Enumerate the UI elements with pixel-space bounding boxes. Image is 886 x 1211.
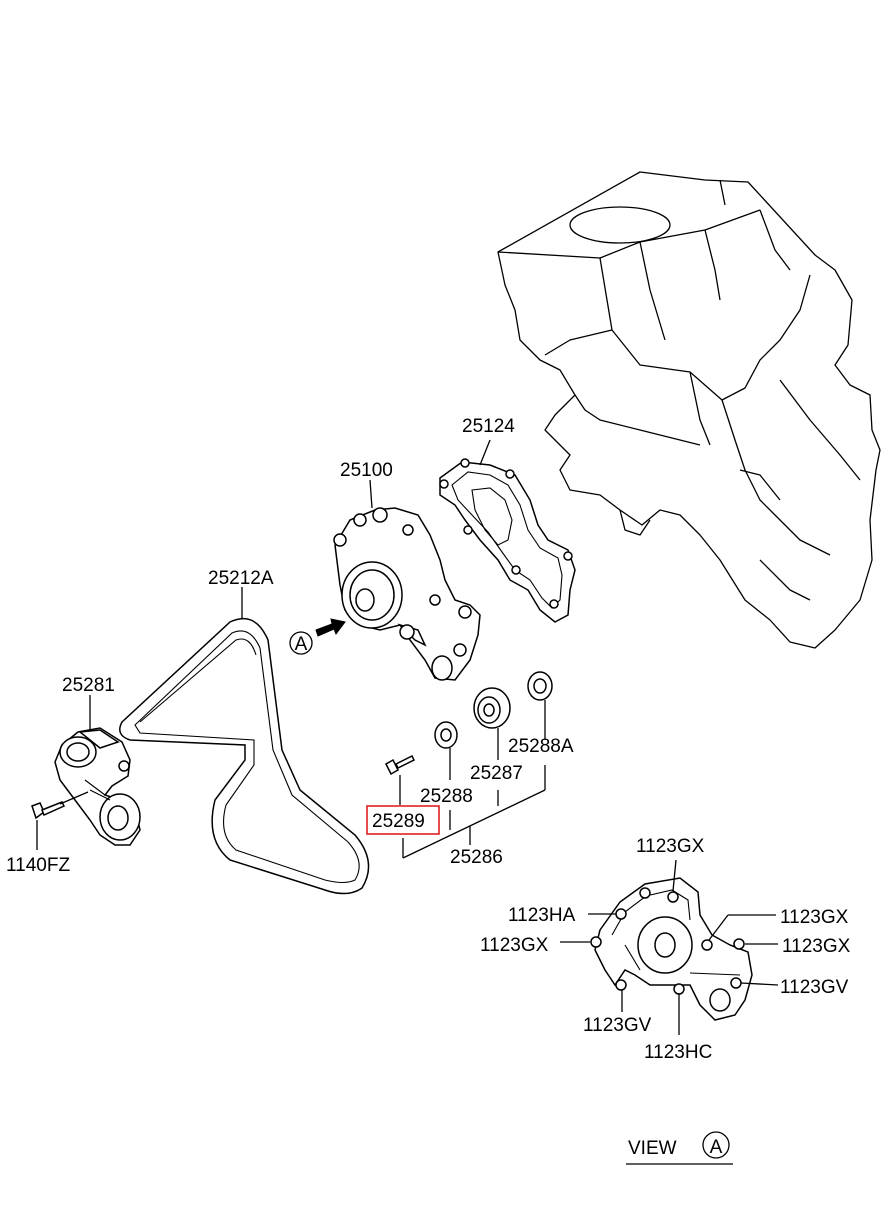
view-caption-text: VIEW — [628, 1138, 677, 1159]
label-25287: 25287 — [470, 763, 523, 784]
view-a-marker-arrow: A — [295, 634, 308, 655]
bearing-25287 — [473, 687, 511, 729]
view-a-arrow: A — [289, 618, 346, 655]
label-25124: 25124 — [462, 416, 515, 437]
label-25289: 25289 — [372, 811, 425, 832]
label-1140FZ: 1140FZ — [6, 855, 70, 876]
label-25212A: 25212A — [208, 568, 274, 589]
view-a-caption: VIEW A — [626, 1131, 733, 1165]
label-view-left-1123GX: 1123GX — [480, 935, 549, 956]
label-view-1123HA: 1123HA — [508, 905, 576, 926]
gasket-25124 — [439, 458, 576, 623]
label-25286: 25286 — [450, 847, 503, 868]
label-25100: 25100 — [340, 460, 393, 481]
label-view-right-1123GV: 1123GV — [780, 977, 849, 998]
tensioner-25281 — [54, 727, 141, 846]
label-view-top-1123GX: 1123GX — [636, 836, 705, 857]
leader-lines — [36, 439, 546, 859]
engine-block-outline — [497, 171, 881, 649]
drive-belt-25212A — [119, 617, 370, 895]
view-caption-marker: A — [710, 1137, 723, 1158]
label-25288: 25288 — [420, 786, 473, 807]
label-view-1123HC: 1123HC — [644, 1042, 712, 1063]
label-view-left-1123GV: 1123GV — [583, 1015, 652, 1036]
tensioner-bolt-1140FZ — [31, 791, 89, 820]
bolt-25289 — [385, 754, 416, 776]
label-25288A: 25288A — [508, 736, 574, 757]
label-25281: 25281 — [62, 675, 115, 696]
view-a-detail — [590, 877, 753, 1021]
highlight-box-25289 — [366, 805, 440, 835]
view-a-leader-lines — [560, 859, 779, 1035]
label-view-upper-right-1123GX: 1123GX — [780, 907, 849, 928]
label-view-right-1123GX: 1123GX — [782, 936, 851, 957]
seal-25288A — [527, 671, 553, 701]
washer-25288 — [434, 721, 458, 749]
water-pump-25100 — [333, 507, 481, 681]
